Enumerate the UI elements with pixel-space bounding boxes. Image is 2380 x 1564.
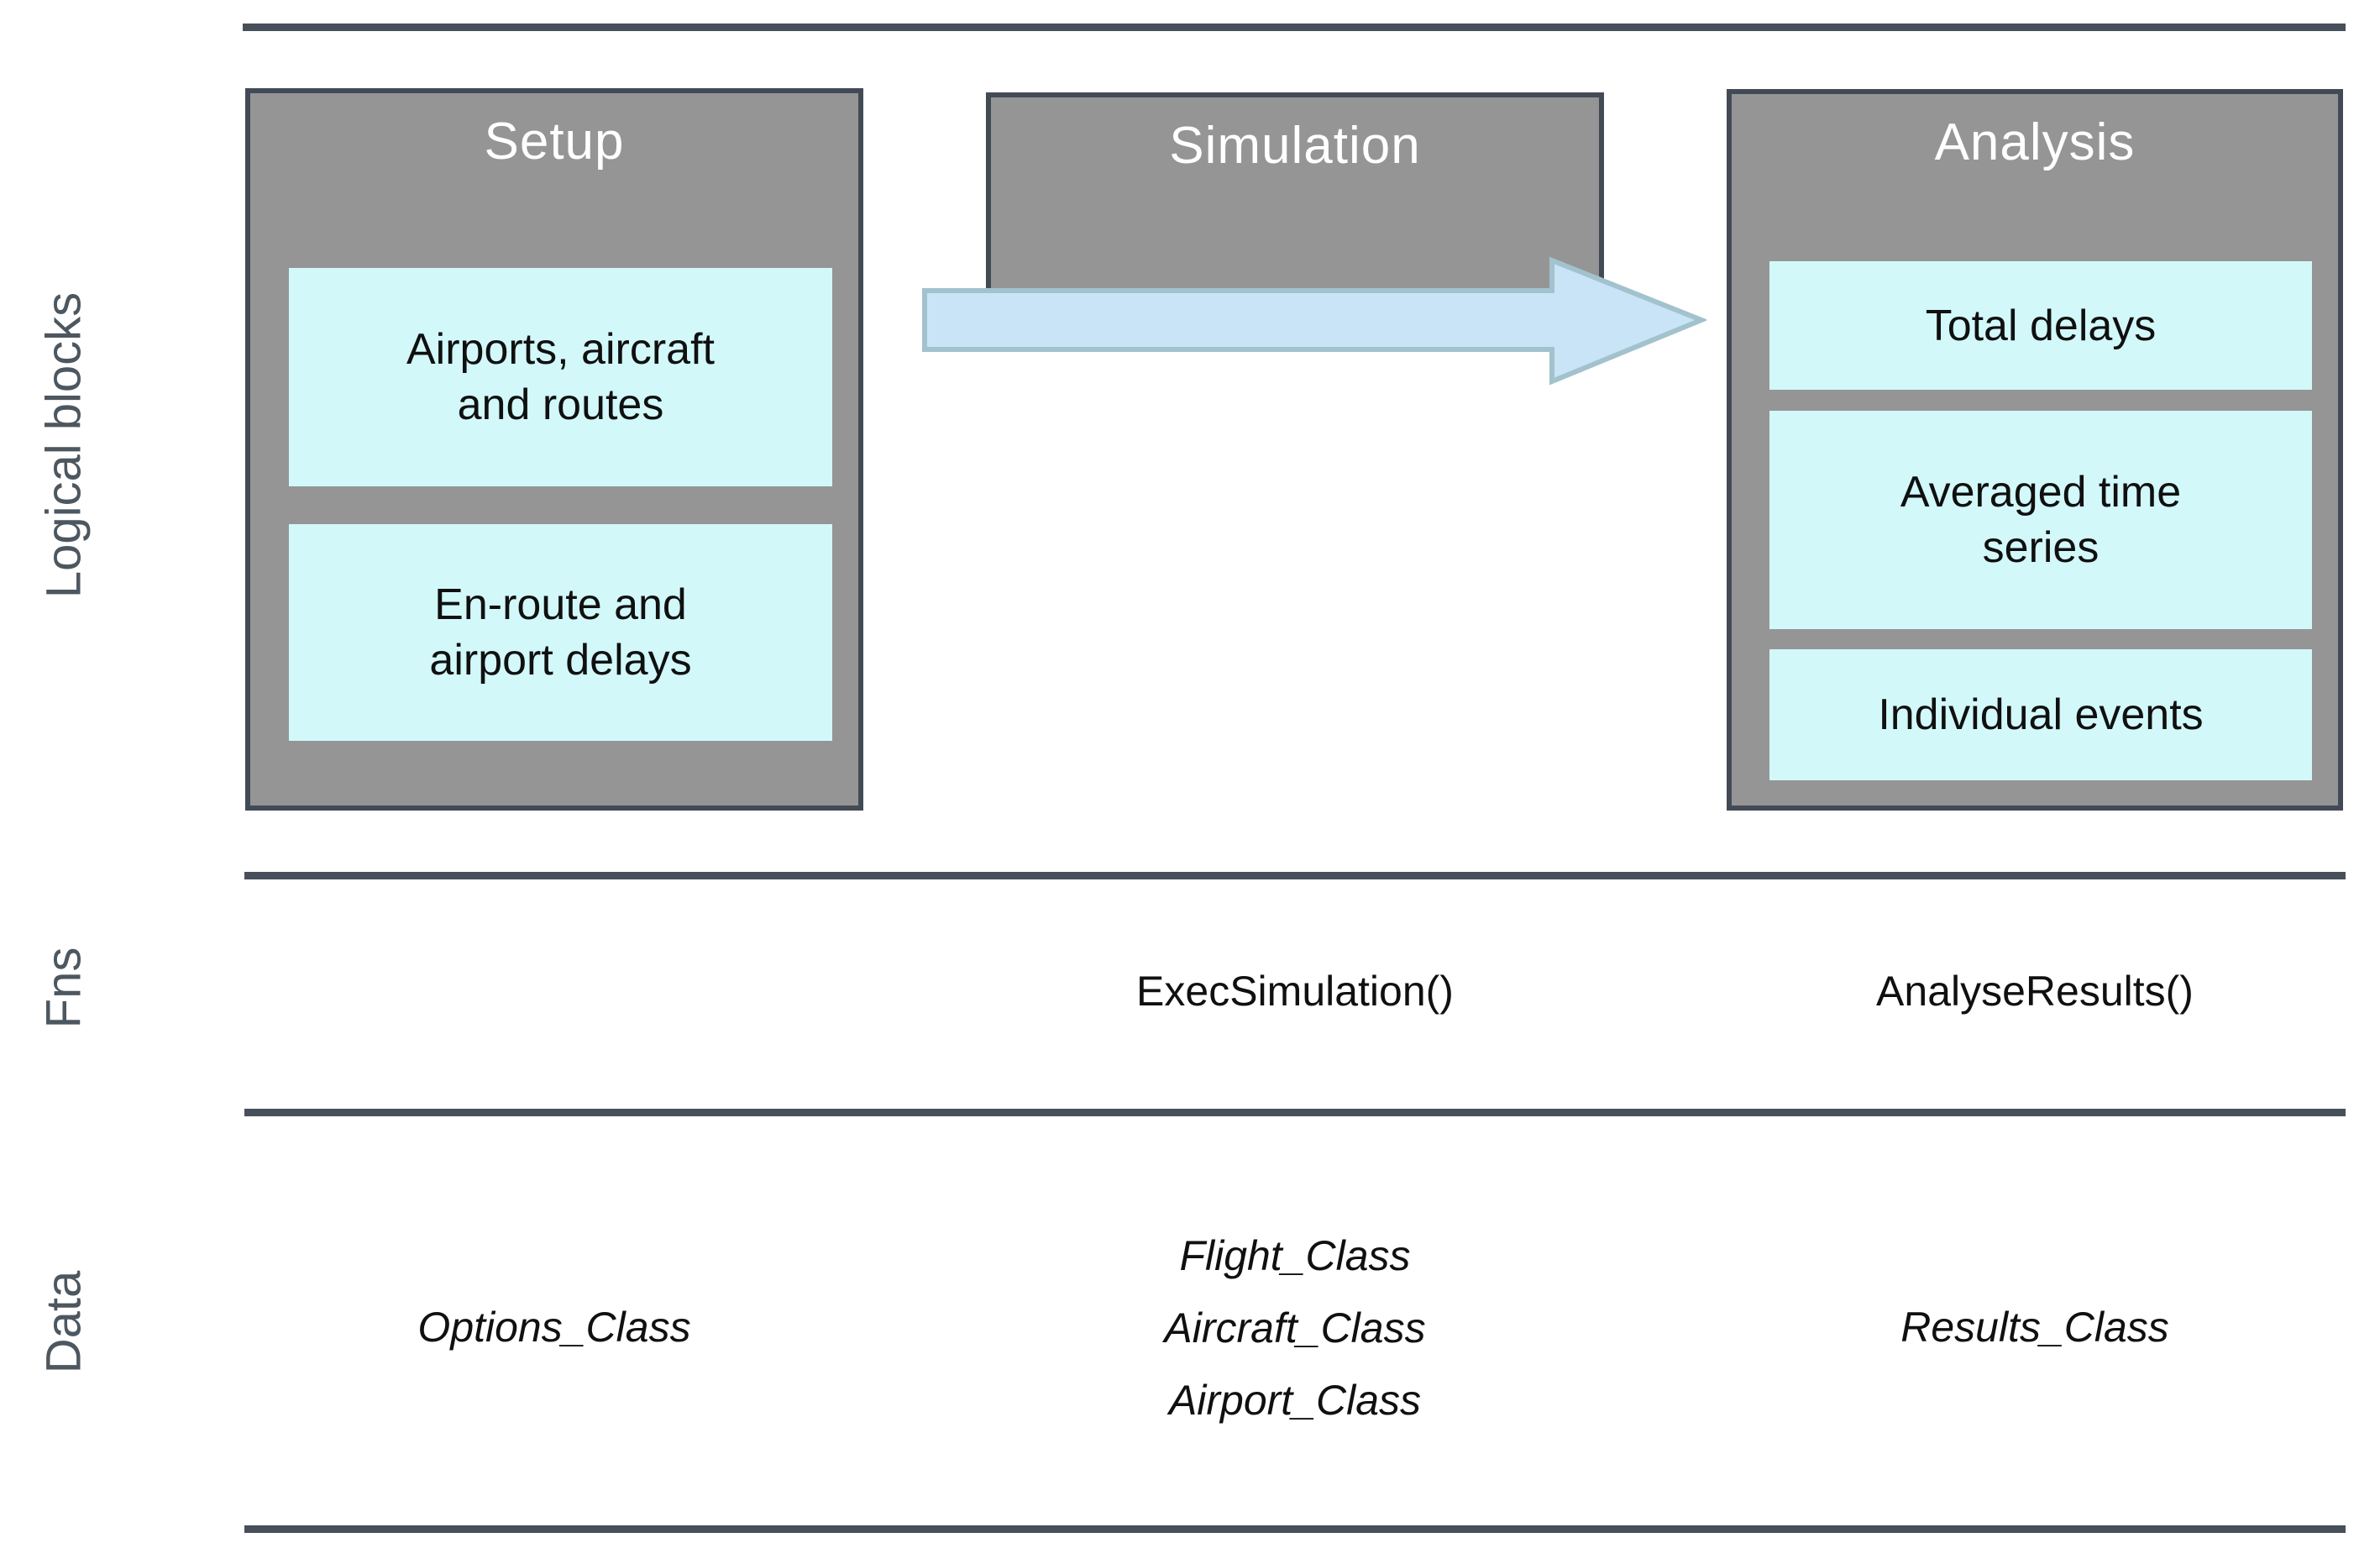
analysis-item-label: Individual events: [1878, 690, 2204, 739]
divider-fns-data: [244, 1109, 2346, 1116]
setup-item-line: En-route and: [434, 580, 687, 629]
setup-title: Setup: [484, 113, 625, 171]
analysis-item-line: Averaged time: [1900, 468, 2182, 517]
row-label-data: Data: [36, 1270, 92, 1374]
data-options-class: Options_Class: [417, 1304, 691, 1351]
analysis-item-individual-events: Individual events: [1769, 649, 2312, 780]
setup-item-airports-aircraft-routes: Airports, aircraft and routes: [289, 268, 832, 486]
data-aircraft-class: Aircraft_Class: [1164, 1304, 1426, 1351]
row-label-logical-blocks: Logical blocks: [36, 291, 92, 599]
simulation-title: Simulation: [1169, 117, 1421, 175]
analysis-item-label: Total delays: [1925, 301, 2157, 350]
data-simulation-classes: Flight_Class Aircraft_Class Airport_Clas…: [986, 1220, 1604, 1436]
setup-block: Setup Airports, aircraft and routes En-r…: [245, 88, 863, 811]
analysis-block: Analysis Total delays Averaged time seri…: [1727, 89, 2343, 811]
data-results-class: Results_Class: [1900, 1304, 2169, 1351]
setup-item-line: and routes: [457, 381, 664, 429]
divider-blocks-fns: [244, 872, 2346, 879]
data-airport-class: Airport_Class: [1168, 1377, 1422, 1424]
analysis-title: Analysis: [1934, 113, 2136, 171]
divider-top: [243, 24, 2346, 31]
setup-item-line: airport delays: [429, 636, 692, 685]
flow-arrow-icon: [922, 256, 1706, 386]
row-label-fns: Fns: [36, 947, 92, 1029]
setup-item-enroute-airport-delays: En-route and airport delays: [289, 524, 832, 741]
divider-bottom: [244, 1525, 2346, 1533]
fn-analyse-results: AnalyseResults(): [1876, 968, 2194, 1015]
analysis-item-total-delays: Total delays: [1769, 261, 2312, 390]
analysis-item-averaged-time-series: Averaged time series: [1769, 411, 2312, 629]
fn-exec-simulation: ExecSimulation(): [1136, 968, 1454, 1015]
analysis-item-line: series: [1982, 523, 2100, 572]
setup-item-line: Airports, aircraft: [406, 325, 715, 374]
data-flight-class: Flight_Class: [1179, 1232, 1411, 1279]
